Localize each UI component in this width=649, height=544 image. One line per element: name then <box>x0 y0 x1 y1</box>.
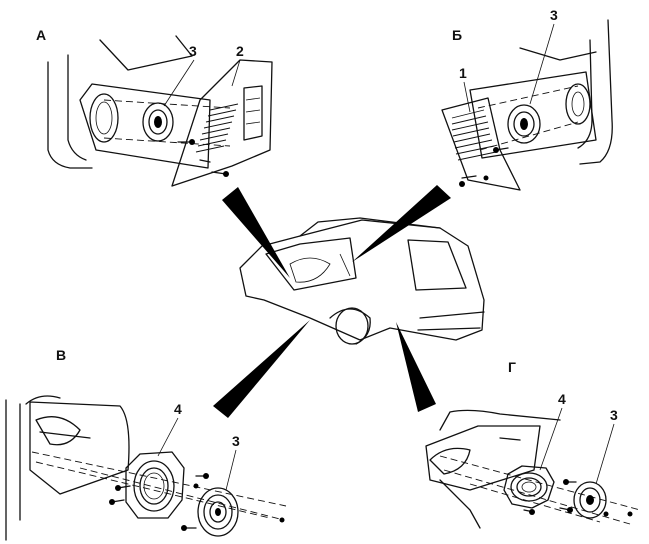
panel-g-opening <box>429 447 471 475</box>
panel-a-callout-speaker: 3 <box>189 43 197 59</box>
panel-b-grille-cover <box>441 97 521 191</box>
vehicle-interior-seat <box>289 257 331 283</box>
panel-v-screws <box>109 473 285 531</box>
panel-b-speaker <box>507 104 541 144</box>
panel-v-door-panel <box>29 401 130 495</box>
panel-g-callout-speaker: 3 <box>610 407 618 423</box>
panel-a-speaker <box>142 102 174 142</box>
panel-b-callout-speaker: 3 <box>550 7 558 23</box>
panel-b-body-edge <box>579 19 613 165</box>
panel-g-door-panel <box>425 425 541 491</box>
panel-a-screws <box>177 139 229 177</box>
panel-b-callout-grille: 1 <box>459 65 467 81</box>
pointer-to-panel-v <box>213 320 310 418</box>
panel-b-front-right-speaker: Б 3 1 <box>441 7 613 191</box>
panel-a-letter: А <box>36 27 46 43</box>
panel-v-callout-speaker: 3 <box>232 433 240 449</box>
panel-v-rear-left-speaker: В <box>5 347 287 541</box>
panel-a-grille-cover <box>171 59 273 187</box>
vehicle-overview <box>239 217 485 345</box>
vehicle-body-outline <box>239 219 485 341</box>
panel-v-speaker <box>197 487 239 537</box>
pointer-to-panel-a <box>222 187 290 278</box>
vehicle-rear-wheel <box>335 307 369 345</box>
pointer-to-panel-g <box>396 322 436 412</box>
panel-b-letter: Б <box>452 27 462 43</box>
vehicle-rear-window <box>407 239 467 291</box>
panel-a-front-left-speaker: А 3 2 <box>36 27 273 187</box>
panel-g-adapter-ring <box>503 465 555 509</box>
panel-b-screws <box>459 147 509 187</box>
panel-v-letter: В <box>56 347 66 363</box>
vehicle-cabin-window <box>265 237 357 291</box>
panel-a-trim-panel <box>79 83 211 169</box>
panel-g-letter: Г <box>508 359 516 375</box>
pointer-to-panel-b <box>352 185 451 262</box>
panel-v-adapter-ring <box>125 451 185 519</box>
panel-a-window-frame <box>99 35 193 71</box>
panel-a-speaker-opening <box>89 93 119 143</box>
panel-v-opening <box>35 416 81 446</box>
panel-g-callout-adapter: 4 <box>558 391 566 407</box>
panel-v-callout-adapter: 4 <box>174 401 182 417</box>
panel-a-body-edge <box>47 61 93 169</box>
panel-b-speaker-opening <box>565 83 591 125</box>
panel-a-callout-grille: 2 <box>236 43 244 59</box>
pointer-wedges <box>213 185 451 418</box>
vehicle-bumper <box>417 311 485 331</box>
panel-g-speaker <box>573 481 607 519</box>
panel-g-body-edge <box>439 409 561 431</box>
panel-b-trim-panel <box>469 71 597 159</box>
panel-g-screws <box>523 479 633 517</box>
panel-g-rear-right-speaker: Г 4 <box>425 359 641 529</box>
panel-b-window-frame <box>519 47 597 61</box>
